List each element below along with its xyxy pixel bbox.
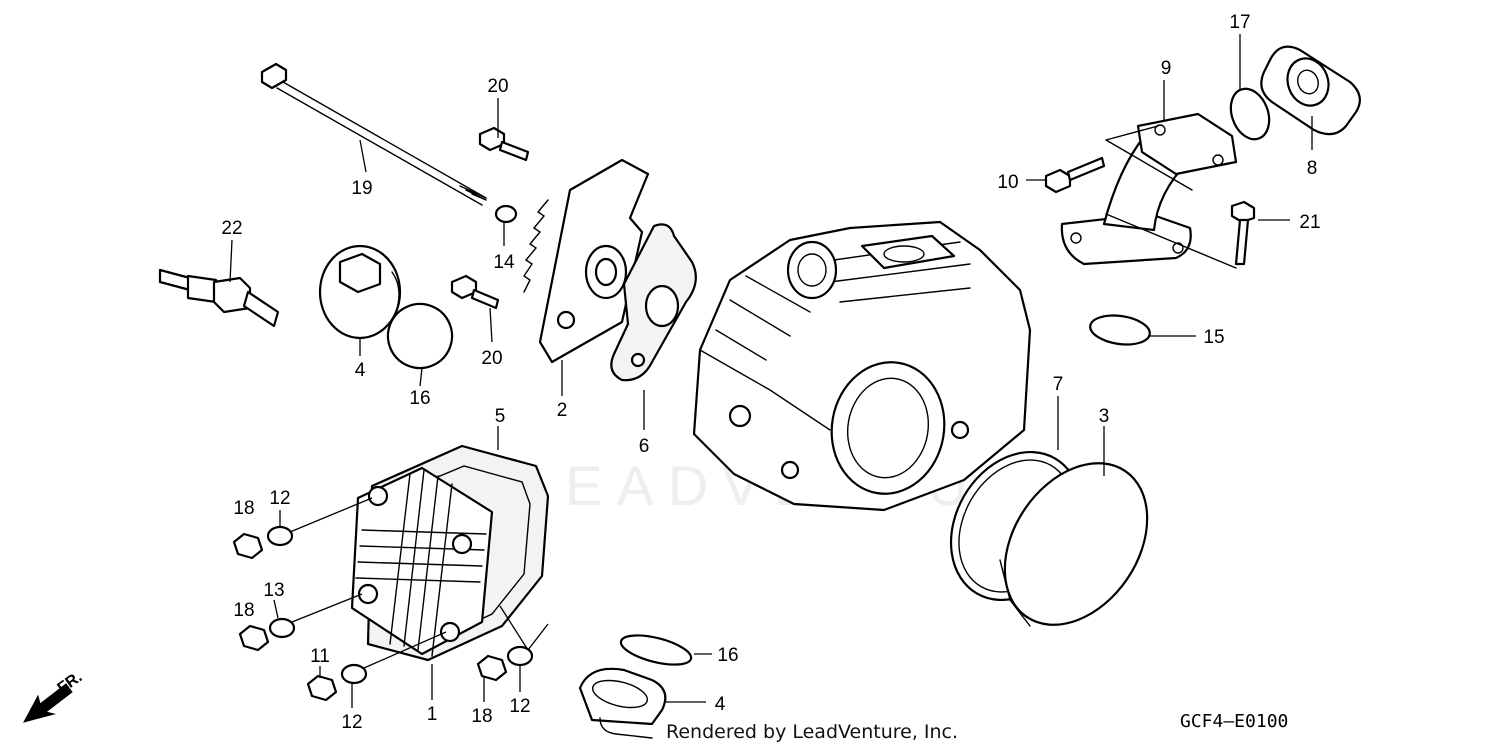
callout-2: 2 — [557, 400, 568, 421]
callout-4-upper: 4 — [355, 360, 366, 381]
callout-19: 19 — [351, 178, 372, 199]
callout-4-lower: 4 — [715, 694, 726, 715]
callout-20-upper: 20 — [487, 76, 508, 97]
callout-6: 6 — [639, 436, 650, 457]
callout-21: 21 — [1299, 212, 1320, 233]
washer-12-top[interactable] — [266, 525, 294, 547]
side-cover-3[interactable] — [975, 436, 1176, 651]
callout-8: 8 — [1307, 158, 1318, 179]
callout-22: 22 — [221, 218, 242, 239]
callout-16-upper: 16 — [409, 388, 430, 409]
front-direction-indicator: FR. — [23, 669, 85, 723]
bolt-10[interactable] — [1044, 156, 1106, 194]
render-credit: Rendered by LeadVenture, Inc. — [666, 721, 958, 743]
washer-12-low[interactable] — [340, 663, 368, 685]
callout-18-right: 18 — [471, 706, 492, 727]
o-ring-16-lower[interactable] — [618, 630, 694, 671]
callout-labels: 1 2 3 4 4 5 6 7 8 9 10 11 12 12 12 13 14… — [221, 12, 1320, 733]
callout-12-right: 12 — [509, 696, 530, 717]
bolt-20-lower[interactable] — [450, 274, 500, 310]
tappet-cap-4-lower[interactable] — [578, 667, 667, 739]
callout-18-mid: 18 — [233, 600, 254, 621]
nut-11[interactable] — [306, 674, 338, 702]
o-ring-15[interactable] — [1088, 312, 1151, 348]
nut-18-mid[interactable] — [238, 624, 270, 652]
front-arrow-icon — [23, 683, 73, 723]
nut-18-right[interactable] — [476, 654, 508, 682]
tappet-cap-4-upper[interactable] — [318, 244, 402, 340]
callout-10: 10 — [997, 172, 1018, 193]
intake-pipe-9[interactable] — [1060, 112, 1238, 269]
washer-13[interactable] — [268, 617, 296, 639]
callout-11: 11 — [310, 646, 330, 667]
callout-15: 15 — [1203, 327, 1224, 348]
callout-18-top: 18 — [233, 498, 254, 519]
callout-16-lower: 16 — [717, 645, 738, 666]
callout-13: 13 — [263, 580, 284, 601]
nut-18-top[interactable] — [232, 532, 264, 560]
insulator-8[interactable] — [1260, 45, 1361, 136]
callout-12-top: 12 — [269, 488, 290, 509]
spark-plug-22[interactable] — [158, 268, 280, 328]
callout-5: 5 — [495, 406, 506, 427]
cylinder-head[interactable] — [692, 220, 1032, 512]
o-ring-17[interactable] — [1224, 83, 1276, 144]
callout-17: 17 — [1229, 12, 1250, 33]
callout-7: 7 — [1053, 374, 1064, 395]
o-ring-16-upper[interactable] — [379, 295, 461, 377]
diagram-code: GCF4—E0100 — [1180, 711, 1288, 732]
gasket-6[interactable] — [610, 223, 697, 382]
callout-9: 9 — [1161, 58, 1172, 79]
callout-14: 14 — [493, 252, 515, 273]
callout-1: 1 — [427, 704, 438, 725]
callout-12-low: 12 — [341, 712, 362, 733]
callout-20-lower: 20 — [481, 348, 502, 369]
stud-bolt-19[interactable] — [260, 62, 487, 206]
callout-3: 3 — [1099, 406, 1110, 427]
washer-12-right[interactable] — [506, 645, 534, 667]
head-cover-1[interactable] — [350, 466, 494, 657]
bolt-21[interactable] — [1230, 200, 1256, 266]
holder-2[interactable] — [523, 158, 650, 364]
washer-14[interactable] — [494, 204, 518, 224]
leader-lines — [229, 34, 1313, 708]
bolt-20-upper[interactable] — [478, 126, 530, 162]
